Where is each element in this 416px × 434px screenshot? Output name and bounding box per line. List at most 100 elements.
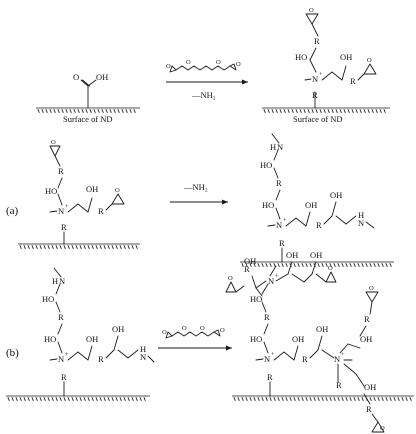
surface-hatch-mark bbox=[45, 109, 48, 113]
r-a-prod-below: R bbox=[279, 238, 285, 248]
r-bp-below-3: R bbox=[336, 380, 342, 390]
surface-hatch-mark bbox=[19, 397, 22, 401]
surface-hatch-mark bbox=[71, 397, 74, 401]
ether-o-2: O bbox=[216, 59, 221, 66]
surface-hatch-mark bbox=[39, 245, 42, 249]
surface-hatch-mark bbox=[377, 397, 380, 401]
epoxide-o-1: O bbox=[166, 63, 171, 70]
surface-hatch-mark bbox=[143, 397, 146, 401]
oh-a-prod-1: OH bbox=[305, 200, 317, 210]
surface-hatch-mark bbox=[139, 397, 142, 401]
surface-hatch-mark bbox=[31, 397, 34, 401]
surface-hatch-mark bbox=[111, 245, 114, 249]
surface-hatch-mark bbox=[135, 245, 138, 249]
surface-hatch-mark bbox=[349, 397, 352, 401]
surface-hatch-mark bbox=[97, 109, 100, 113]
surface-hatch-mark bbox=[381, 397, 384, 401]
r-b-2: R bbox=[98, 354, 104, 364]
plus-a-prod: + bbox=[283, 217, 287, 224]
surface-hatch-mark bbox=[291, 109, 294, 113]
surface-hatch-mark bbox=[389, 397, 392, 401]
r-b-below: R bbox=[61, 372, 67, 382]
surface-hatch-mark bbox=[273, 397, 276, 401]
surface-hatch-mark bbox=[323, 109, 326, 113]
ho-bp-2: HO bbox=[250, 294, 262, 304]
surface-hatch-mark bbox=[53, 109, 56, 113]
top-product-surface-quat-ammonium: N + R HO R O OH R O Surface of ND bbox=[262, 7, 390, 124]
surface-hatch-mark bbox=[269, 263, 272, 267]
surface-hatch-mark bbox=[245, 263, 248, 267]
surface-hatch-mark bbox=[89, 109, 92, 113]
ho-b-2: HO bbox=[42, 294, 54, 304]
surface-hatch-mark bbox=[133, 109, 136, 113]
surface-hatch-mark bbox=[117, 109, 120, 113]
plus-bp-2: + bbox=[275, 273, 279, 280]
surface-hatch-mark bbox=[369, 397, 372, 401]
surface-hatch-mark bbox=[111, 397, 114, 401]
surface-hatch-mark bbox=[127, 245, 130, 249]
surface-hatch-mark bbox=[307, 109, 310, 113]
surface-hatch-mark bbox=[329, 397, 332, 401]
surface-hatch-mark bbox=[85, 109, 88, 113]
surface-hatch-mark bbox=[41, 109, 44, 113]
surface-hatch-mark bbox=[265, 397, 268, 401]
surface-hatch-mark bbox=[245, 397, 248, 401]
surface-hatch-mark bbox=[249, 397, 252, 401]
surface-hatch-mark bbox=[367, 109, 370, 113]
surface-hatch-mark bbox=[55, 397, 58, 401]
surface-hatch-mark bbox=[113, 109, 116, 113]
surface-hatch-mark bbox=[253, 397, 256, 401]
panel-a-reaction-arrow: —NH₂ bbox=[170, 182, 228, 205]
surface-hatch-mark bbox=[55, 245, 58, 249]
surface-hatch-mark bbox=[67, 245, 70, 249]
oh-bp-mid-1: OH bbox=[292, 334, 304, 344]
surface-hatch-mark bbox=[315, 109, 318, 113]
epoxide-o-b-2: O bbox=[220, 327, 225, 334]
surface-hatch-mark bbox=[377, 263, 380, 267]
oh-a-prod-2: OH bbox=[330, 190, 342, 200]
surface-hatch-mark bbox=[87, 245, 90, 249]
surface-hatch-mark bbox=[19, 245, 22, 249]
n-plus-top: N bbox=[312, 74, 318, 84]
panel-a-product: R N + HO R HO H N OH R OH H N bbox=[240, 133, 394, 267]
surface-hatch-mark bbox=[75, 397, 78, 401]
surface-hatch-mark bbox=[359, 109, 362, 113]
surface-hatch-mark bbox=[365, 263, 368, 267]
epoxide-o-top-2: O bbox=[367, 57, 372, 64]
surface-hatch-mark bbox=[277, 263, 280, 267]
surface-hatch-mark bbox=[263, 109, 266, 113]
surface-hatch-mark bbox=[119, 245, 122, 249]
surface-hatch-mark bbox=[123, 397, 126, 401]
surface-hatch-mark bbox=[37, 109, 40, 113]
surface-hatch-mark bbox=[301, 397, 304, 401]
oh-bp-right-2: OH bbox=[364, 382, 376, 392]
surface-hatch-mark bbox=[75, 245, 78, 249]
panel-a-reactant: R N + HO R O OH R O bbox=[18, 139, 140, 249]
surface-hatch-mark bbox=[281, 263, 284, 267]
oh-a-1: OH bbox=[86, 184, 98, 194]
surface-hatch-mark bbox=[105, 109, 108, 113]
surface-hatch-mark bbox=[253, 263, 256, 267]
panel-label-a: (a) bbox=[6, 205, 19, 217]
surface-caption-right: Surface of ND bbox=[293, 114, 343, 124]
surface-hatch-mark bbox=[285, 397, 288, 401]
surface-hatch-mark bbox=[283, 109, 286, 113]
surface-hatch-mark bbox=[71, 245, 74, 249]
surface-hatch-mark bbox=[295, 109, 298, 113]
ho-a-prod-2: HO bbox=[260, 160, 272, 170]
surface-hatch-mark bbox=[59, 245, 62, 249]
surface-hatch-mark bbox=[285, 263, 288, 267]
surface-hatch-mark bbox=[43, 245, 46, 249]
surface-hatch-mark bbox=[353, 397, 356, 401]
surface-hatch-mark bbox=[61, 109, 64, 113]
surface-hatch-mark bbox=[317, 397, 320, 401]
surface-hatch-mark bbox=[95, 245, 98, 249]
surface-hatch-mark bbox=[27, 245, 30, 249]
surface-hatch-mark bbox=[47, 397, 50, 401]
surface-hatch-mark bbox=[107, 397, 110, 401]
surface-hatch-mark bbox=[281, 397, 284, 401]
epoxide-o-b-1: O bbox=[162, 329, 167, 336]
ho-bp-1: HO bbox=[250, 334, 262, 344]
r-a-1: R bbox=[58, 166, 64, 176]
surface-hatch-mark bbox=[11, 397, 14, 401]
